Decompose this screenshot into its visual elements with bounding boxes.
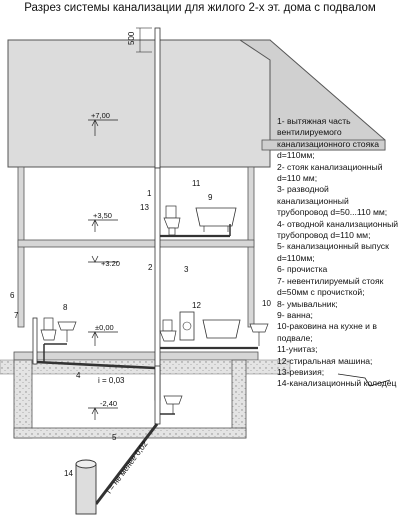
branch-pipe-2nd [160,224,231,238]
legend-item-5: 5- канализационный выпуск d=110мм; [277,241,389,263]
level-700: +7,00 [88,111,118,136]
legend-item-6: 6- прочистка [277,264,328,275]
basement-sink [163,395,183,414]
level-m240: -2,40 [88,399,118,420]
svg-text:6: 6 [10,291,15,300]
level-000: ±0,00 [88,323,118,346]
dim-500: 500 [127,31,136,45]
basement-wall-right [231,359,247,439]
svg-text:7: 7 [14,311,19,320]
svg-text:8: 8 [63,303,68,312]
outlet-pipe-left [35,360,156,370]
toilet-1st-right [159,319,177,342]
toilet-2nd-floor [163,205,181,236]
legend-item-14: 14-канализационный колодец [277,378,397,389]
svg-text:11: 11 [192,179,201,188]
sewer-outlet-pipe [94,423,159,505]
legend-item-11: 11-унитаз; [277,344,318,355]
legend-item-1: 1- вытяжная часть вентилируемого канализ… [277,116,379,161]
svg-text:1: 1 [147,189,152,198]
legend-item-2: 2- стояк канализационный d=110 мм; [277,161,383,184]
svg-text:-2,40: -2,40 [100,399,117,408]
svg-text:13: 13 [140,203,149,212]
sewer-well [75,459,97,515]
washing-machine [179,311,195,341]
legend-item-12: 12-стиральная машина; [277,355,373,366]
kitchen-sink [249,323,269,346]
svg-text:4: 4 [76,371,81,380]
floor-slab-2 [17,239,255,248]
attic-block [7,39,271,168]
svg-text:12: 12 [192,301,201,310]
svg-text:+7,00: +7,00 [91,111,110,120]
svg-text:5: 5 [112,433,117,442]
diagram-title: Разрез системы канализации для жилого 2-… [24,2,376,14]
svg-text:14: 14 [64,469,73,478]
slope-1: i = 0,03 [98,376,125,385]
callouts: 1 2 3 4 5 6 7 8 9 10 11 12 13 14 [10,179,271,478]
basement-wall-left [13,359,33,439]
svg-text:9: 9 [208,193,213,202]
svg-text:10: 10 [262,299,271,308]
legend-item-7: 7- невентилируемый стояк d=50мм с прочис… [277,275,384,298]
bathtub-1st-floor [202,319,241,339]
washbasin-1st-left [57,321,77,342]
stack-7-left [32,317,38,365]
legend-item-13: 13-ревизия; [277,366,325,377]
legend-item-10: 10-раковина на кухне и в подвале; [277,321,377,343]
leader-8 [337,373,391,387]
svg-text:2: 2 [148,263,153,272]
level-320: +3.20 [88,255,120,268]
basement-riser [154,365,161,425]
slope-2: i = не менее 0,02 [104,439,149,495]
svg-text:+3,50: +3,50 [93,211,112,220]
floor-slab-1 [13,351,259,361]
vent-stack [154,27,161,169]
svg-text:+3.20: +3.20 [101,259,120,268]
legend-item-9: 9- ванна; [277,309,313,320]
legend-item-8: 8- умывальник; [277,298,338,309]
level-350: +3,50 [88,211,118,232]
legend: 1- вытяжная часть вентилируемого канализ… [277,116,399,390]
legend-item-3: 3- разводной канализационный трубопровод… [277,184,388,218]
svg-text:3: 3 [184,265,189,274]
basement-floor [13,427,247,439]
toilet-1st-left [40,317,57,341]
legend-item-4: 4- отводной канализационный трубопровод … [277,218,399,241]
roof-eave [261,139,386,151]
svg-text:±0,00: ±0,00 [95,323,114,332]
bathtub-2nd-floor [195,207,237,232]
main-riser [154,167,161,401]
